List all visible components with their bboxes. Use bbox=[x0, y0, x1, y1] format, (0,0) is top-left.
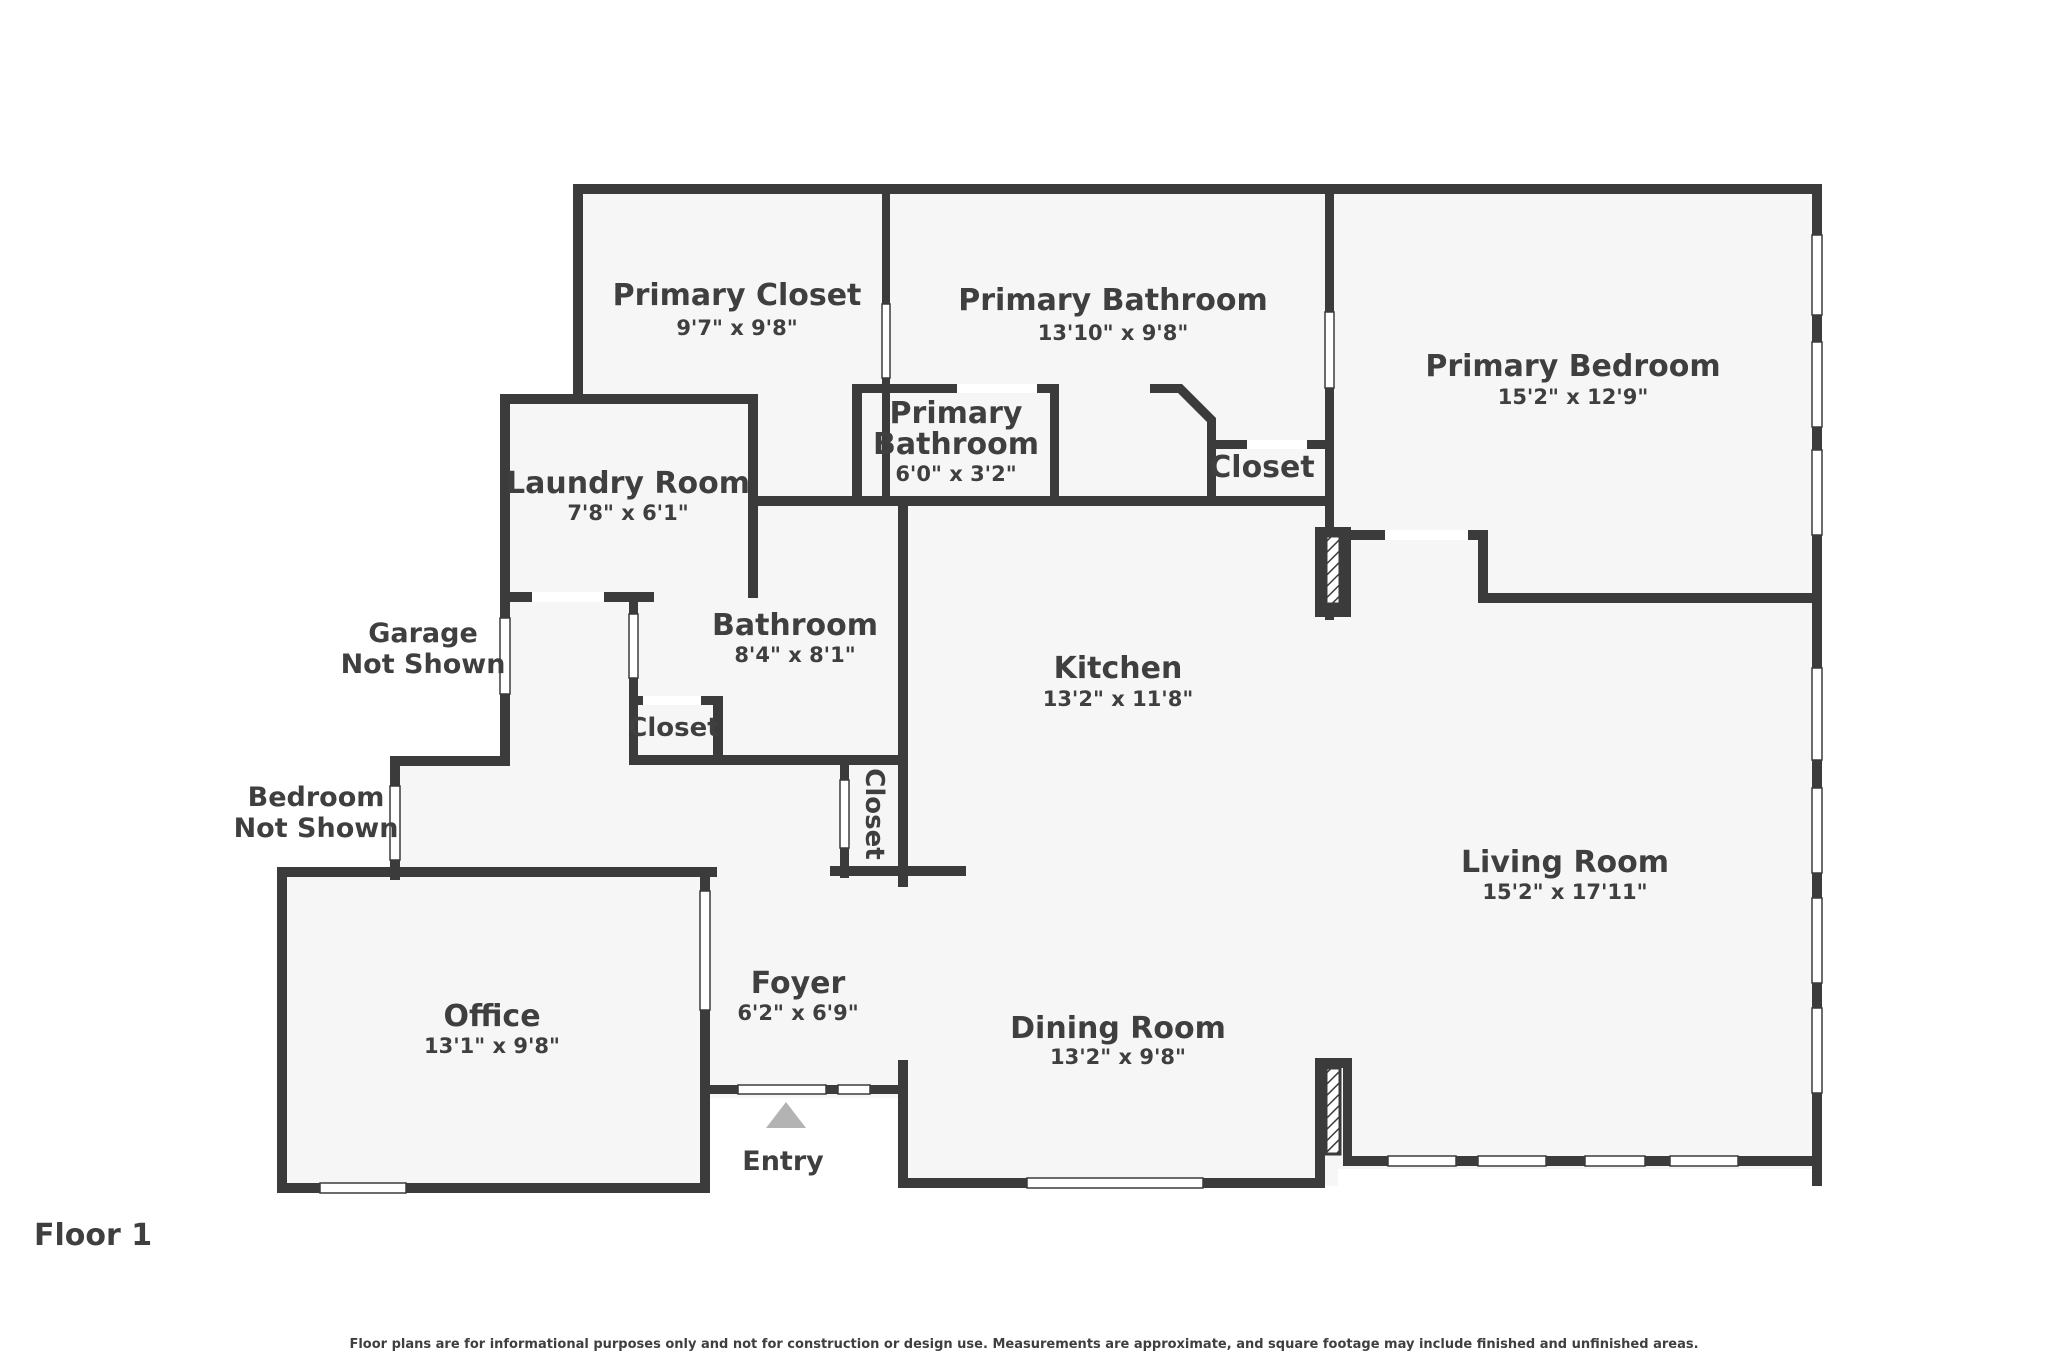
room-primary-bathroom: Primary Bathroom 13'10" x 9'8" bbox=[958, 283, 1267, 345]
room-name: Closet bbox=[859, 768, 889, 859]
room-name: Closet bbox=[628, 713, 719, 743]
svg-text:Garage: Garage bbox=[368, 618, 478, 649]
room-foyer: Foyer 6'2" x 6'9" bbox=[737, 966, 858, 1025]
room-dining: Dining Room 13'2" x 9'8" bbox=[1010, 1011, 1226, 1069]
room-name: Living Room bbox=[1461, 845, 1669, 880]
room-name: Foyer bbox=[751, 966, 846, 1001]
room-name-line1: Primary bbox=[890, 396, 1023, 431]
floor-label: Floor 1 bbox=[34, 1218, 153, 1253]
room-dimensions: 13'10" x 9'8" bbox=[1038, 321, 1189, 345]
room-name: Kitchen bbox=[1054, 651, 1183, 686]
room-dimensions: 13'2" x 11'8" bbox=[1043, 687, 1194, 711]
entry-label: Entry bbox=[742, 1146, 824, 1177]
room-kitchen: Kitchen 13'2" x 11'8" bbox=[1043, 651, 1194, 711]
room-office: Office 13'1" x 9'8" bbox=[424, 999, 560, 1058]
room-primary-closet: Primary Closet 9'7" x 9'8" bbox=[613, 278, 862, 340]
disclaimer: Floor plans are for informational purpos… bbox=[349, 1337, 1699, 1352]
room-name: Primary Closet bbox=[613, 278, 862, 313]
room-name: Primary Bathroom bbox=[958, 283, 1267, 318]
room-name-line2: Bathroom bbox=[873, 427, 1039, 462]
room-bathroom: Bathroom 8'4" x 8'1" bbox=[712, 608, 878, 667]
room-dimensions: 15'2" x 12'9" bbox=[1498, 385, 1649, 409]
room-dimensions: 13'1" x 9'8" bbox=[424, 1034, 560, 1058]
room-dimensions: 8'4" x 8'1" bbox=[734, 643, 855, 667]
room-closet-bathroom: Closet bbox=[628, 713, 719, 743]
hatched-columns bbox=[1324, 534, 1342, 1156]
entry-arrow-icon bbox=[766, 1102, 806, 1128]
svg-text:Bedroom: Bedroom bbox=[248, 782, 385, 813]
room-laundry: Laundry Room 7'8" x 6'1" bbox=[506, 466, 750, 525]
room-name: Closet bbox=[1209, 450, 1314, 485]
room-dimensions: 6'2" x 6'9" bbox=[737, 1001, 858, 1025]
room-living: Living Room 15'2" x 17'11" bbox=[1461, 845, 1669, 904]
room-name: Dining Room bbox=[1010, 1011, 1226, 1046]
floor-areas bbox=[284, 191, 1814, 1188]
bedroom-not-shown-label: Bedroom Not Shown bbox=[234, 782, 399, 844]
room-dimensions: 15'2" x 17'11" bbox=[1482, 880, 1647, 904]
room-name: Laundry Room bbox=[506, 466, 750, 501]
svg-text:Not Shown: Not Shown bbox=[341, 649, 506, 680]
windows bbox=[319, 234, 1823, 1194]
room-primary-bathroom-small: Primary Bathroom 6'0" x 3'2" bbox=[873, 396, 1039, 486]
room-name: Primary Bedroom bbox=[1425, 349, 1720, 384]
room-name: Office bbox=[443, 999, 540, 1034]
room-name: Bathroom bbox=[712, 608, 878, 643]
garage-not-shown-label: Garage Not Shown bbox=[341, 618, 506, 680]
room-closet-hall: Closet bbox=[859, 768, 889, 859]
room-dimensions: 7'8" x 6'1" bbox=[567, 501, 688, 525]
svg-text:Not Shown: Not Shown bbox=[234, 813, 399, 844]
room-dimensions: 9'7" x 9'8" bbox=[676, 316, 797, 340]
room-closet-primary: Closet bbox=[1209, 450, 1314, 485]
room-primary-bedroom: Primary Bedroom 15'2" x 12'9" bbox=[1425, 349, 1720, 409]
door-openings bbox=[532, 384, 1468, 705]
room-dimensions: 6'0" x 3'2" bbox=[895, 462, 1016, 486]
room-dimensions: 13'2" x 9'8" bbox=[1050, 1045, 1186, 1069]
